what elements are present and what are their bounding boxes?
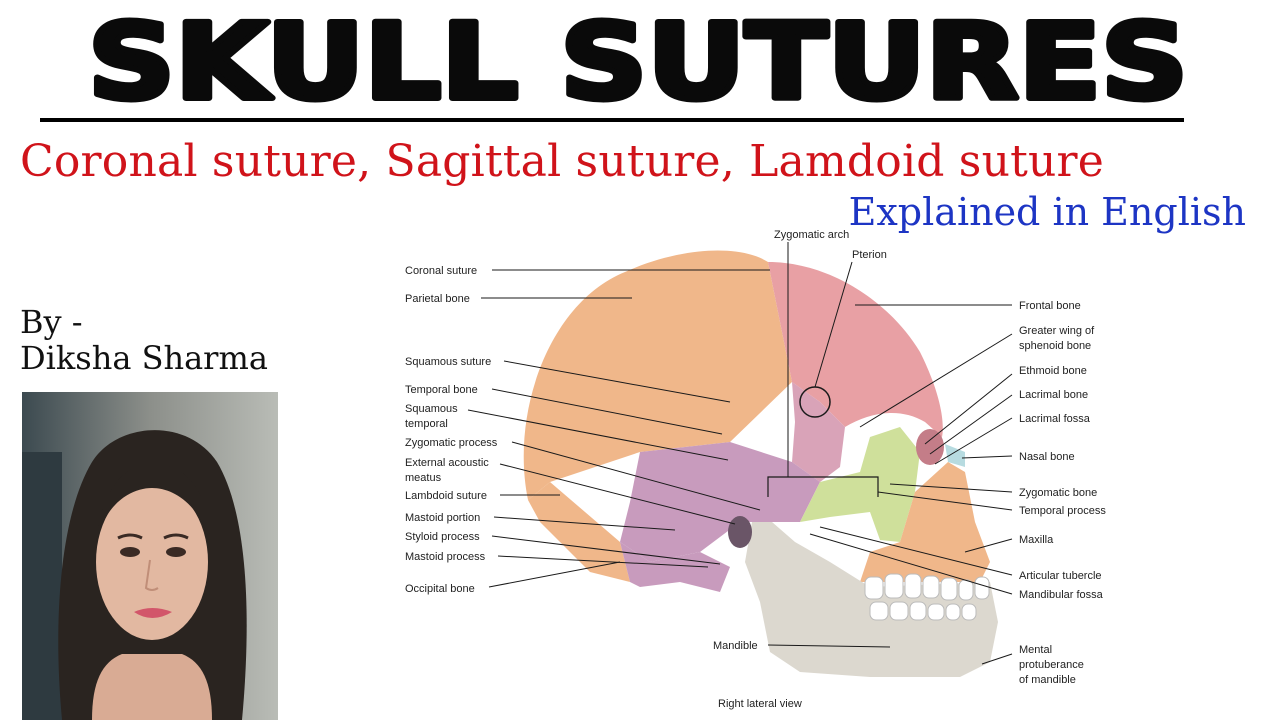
label-temporal-bone: Temporal bone: [405, 384, 478, 396]
label-mental-2: protuberance: [1019, 659, 1084, 671]
label-parietal-bone: Parietal bone: [405, 293, 470, 305]
label-ext-acoustic-2: meatus: [405, 472, 442, 484]
label-mastoid-process: Mastoid process: [405, 551, 486, 563]
label-greater-wing-1: Greater wing of: [1019, 325, 1095, 337]
label-styloid-process: Styloid process: [405, 531, 480, 543]
label-squamous-suture: Squamous suture: [405, 356, 491, 368]
byline-prefix: By -: [20, 303, 83, 341]
title-banner: SKULL SUTURES: [85, 2, 1191, 114]
orbit: [916, 429, 944, 465]
author-photo: [22, 392, 278, 720]
subtitle-explained: Explained in English: [848, 190, 1246, 234]
label-mandibular-fossa: Mandibular fossa: [1019, 589, 1104, 601]
label-nasal-bone: Nasal bone: [1019, 451, 1075, 463]
label-coronal-suture: Coronal suture: [405, 265, 477, 277]
diagram-labels: Zygomatic arch Pterion Coronal suture Pa…: [405, 229, 1106, 710]
label-lacrimal-bone: Lacrimal bone: [1019, 389, 1088, 401]
label-mastoid-portion: Mastoid portion: [405, 512, 480, 524]
mastoid-region: [620, 542, 730, 592]
zygomatic-bone-region: [800, 427, 920, 542]
label-mental-3: of mandible: [1019, 674, 1076, 686]
teeth: [864, 573, 990, 621]
maxilla-region: [860, 462, 990, 582]
label-lacrimal-fossa: Lacrimal fossa: [1019, 413, 1091, 425]
label-occipital-bone: Occipital bone: [405, 583, 475, 595]
label-squamous-temporal-2: temporal: [405, 418, 448, 430]
label-ext-acoustic-1: External acoustic: [405, 457, 489, 469]
occipital-bone-region: [528, 482, 630, 582]
title-underline: [40, 118, 1184, 122]
label-maxilla: Maxilla: [1019, 534, 1054, 546]
leader-lines: [467, 242, 1013, 665]
label-zygomatic-process: Zygomatic process: [405, 437, 498, 449]
label-zygomatic-bone: Zygomatic bone: [1019, 487, 1097, 499]
parietal-bone-region: [523, 250, 792, 500]
skull-illustration: [523, 250, 998, 677]
external-acoustic-meatus-hole: [728, 516, 752, 548]
label-lambdoid-suture: Lambdoid suture: [405, 490, 487, 502]
nasal-bone-region: [945, 444, 965, 467]
label-temporal-process: Temporal process: [1019, 505, 1106, 517]
label-mental-1: Mental: [1019, 644, 1052, 656]
diagram-caption: Right lateral view: [718, 698, 802, 710]
skull-diagram: Zygomatic arch Pterion Coronal suture Pa…: [405, 229, 1106, 710]
label-ethmoid-bone: Ethmoid bone: [1019, 365, 1087, 377]
label-greater-wing-2: sphenoid bone: [1019, 340, 1091, 352]
frontal-bone-region: [768, 262, 943, 437]
label-articular-tubercle: Articular tubercle: [1019, 570, 1102, 582]
zygomatic-arch-bracket: [767, 476, 879, 497]
page-title: SKULL SUTURES: [88, 2, 1188, 114]
label-mandible: Mandible: [713, 640, 758, 652]
subtitle: Coronal suture, Sagittal suture, Lamdoid…: [20, 136, 1105, 187]
label-frontal-bone: Frontal bone: [1019, 300, 1081, 312]
label-squamous-temporal-1: Squamous: [405, 403, 458, 415]
author-byline: By - Diksha Sharma: [20, 304, 268, 376]
author-name: Diksha Sharma: [20, 339, 268, 377]
sphenoid-region: [792, 382, 845, 482]
temporal-bone-region: [620, 442, 820, 562]
label-pterion: Pterion: [852, 249, 887, 261]
label-zygomatic-arch: Zygomatic arch: [774, 229, 849, 241]
